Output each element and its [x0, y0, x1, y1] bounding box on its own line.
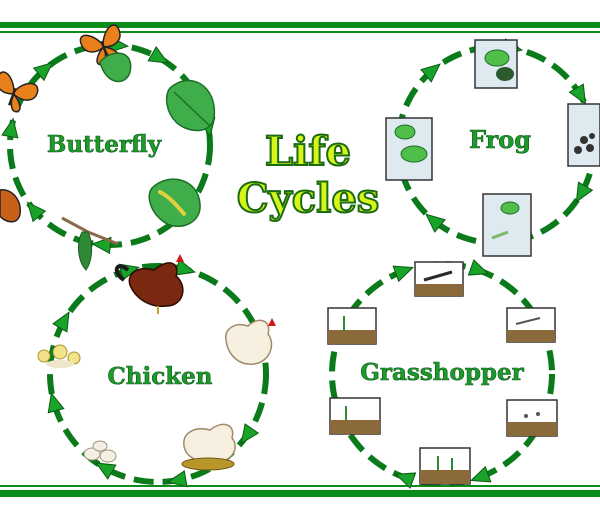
chicken-arrow-1	[174, 258, 196, 276]
butterfly-edge-icon	[0, 189, 21, 223]
rooster-icon	[114, 254, 184, 314]
frog-adult-card	[474, 39, 518, 89]
frog-eggs-card	[567, 103, 600, 167]
grasshopper-label: Grasshopper	[360, 359, 524, 386]
frog-arrow-2	[568, 83, 587, 105]
chicken-stages	[37, 254, 276, 471]
butterfly-label: Butterfly	[47, 131, 162, 158]
cycle-arrows	[1, 35, 594, 489]
chicken-arrow-4	[166, 470, 188, 488]
chrysalis-icon	[78, 231, 93, 271]
grasshopper-arrow-8	[392, 265, 415, 283]
chicken-arrow-3	[240, 423, 260, 445]
butterfly-arrow-7	[32, 61, 54, 82]
frog-arrow-5	[425, 213, 446, 233]
frog-label: Frog	[469, 125, 531, 154]
butterfly-stages	[0, 24, 216, 271]
title-line-1: Life	[265, 128, 351, 175]
butterfly-left-icon	[0, 71, 39, 113]
butterfly-arrow-6	[1, 117, 19, 139]
grasshopper-adult-card	[414, 261, 464, 297]
frog-stages	[385, 39, 600, 257]
chicken-arrow-5	[95, 462, 117, 480]
bottom-border-inner	[0, 485, 600, 487]
top-border-inner	[0, 31, 600, 33]
title-line-2: Cycles	[237, 175, 380, 222]
top-border	[0, 22, 600, 28]
caterpillar-icon	[158, 190, 186, 216]
grasshopper-card-bottom	[419, 447, 471, 485]
frog-tadpole-card	[482, 193, 532, 257]
grasshopper-card-left2	[329, 397, 381, 435]
chicken-arrow-6	[47, 392, 65, 414]
butterfly-leaf-top-icon	[99, 52, 132, 83]
hen-icon	[225, 318, 276, 365]
grasshopper-arrow-1	[467, 259, 490, 276]
butterfly-arrow-5	[26, 201, 47, 223]
grasshopper-card-left1	[327, 307, 377, 345]
grasshopper-arrow-4	[469, 465, 492, 483]
chicken-label: Chicken	[107, 363, 212, 390]
frog-arrow-3	[575, 181, 594, 203]
grasshopper-card-right2	[506, 399, 558, 437]
hen-nest-icon	[181, 423, 236, 471]
grasshopper-ring	[329, 261, 555, 487]
butterfly-arrow-1	[147, 46, 169, 64]
grasshopper-arrow-5	[394, 472, 417, 489]
grasshopper-card-right1	[506, 307, 556, 343]
bottom-border	[0, 490, 600, 497]
chicken-arrow-7	[52, 311, 70, 333]
frog-arrow-7	[420, 63, 441, 83]
chicken-eggs-icon	[83, 440, 117, 463]
chicks-icon	[37, 344, 81, 368]
frog-young-card	[385, 117, 433, 181]
grasshopper-stages	[327, 261, 558, 485]
butterfly-arrow-4	[91, 236, 112, 255]
